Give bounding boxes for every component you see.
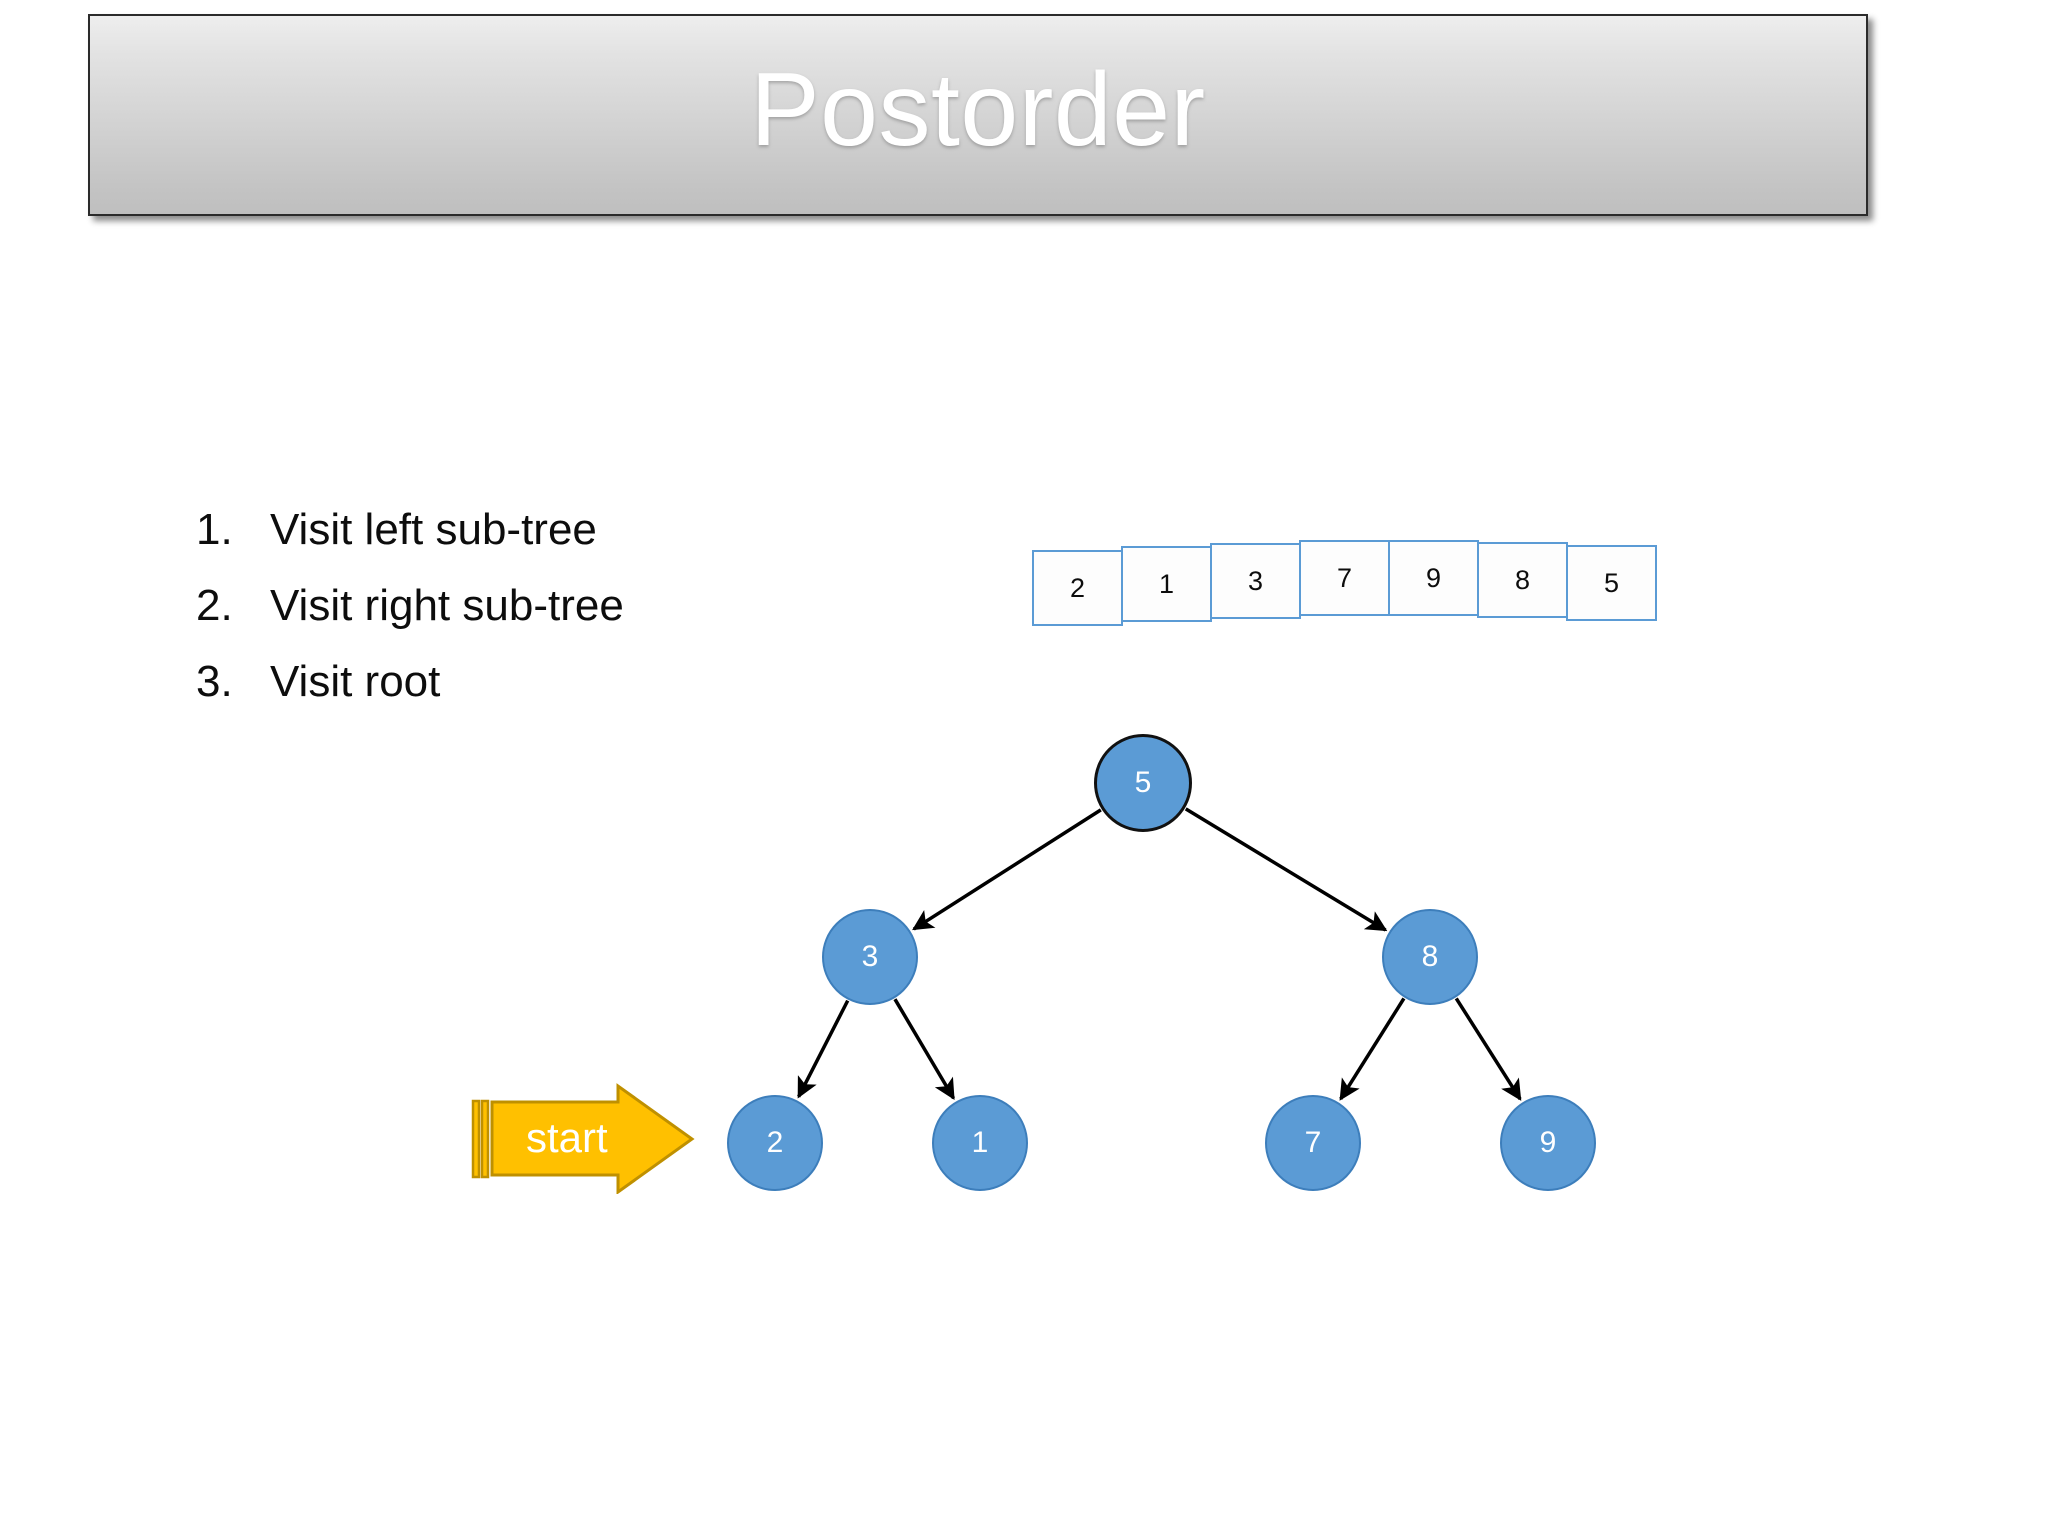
- array-cell: 1: [1121, 546, 1212, 622]
- list-item: 1. Visit left sub-tree: [196, 504, 896, 556]
- list-item-label: Visit right sub-tree: [270, 580, 624, 630]
- start-arrow-label: start: [526, 1114, 608, 1161]
- list-item-label: Visit left sub-tree: [270, 505, 597, 554]
- array-cell: 2: [1032, 550, 1123, 626]
- tree-edge: [1184, 807, 1388, 932]
- tree-node-label: 5: [1134, 766, 1152, 799]
- output-array: 2 1 3 7 9 8 5: [1032, 540, 1657, 626]
- list-item-number: 2.: [196, 580, 233, 630]
- list-item-number: 3.: [196, 656, 233, 706]
- tree-node-3: 3: [822, 909, 918, 1005]
- tree-edge: [1454, 997, 1522, 1101]
- tree-node-7: 7: [1265, 1095, 1361, 1191]
- tree-node-2: 2: [727, 1095, 823, 1191]
- page-title: Postorder: [750, 52, 1206, 168]
- tree-node-1: 1: [932, 1095, 1028, 1191]
- tree-node-label: 3: [861, 940, 879, 973]
- start-arrow-tail-stripe: [471, 1099, 481, 1179]
- tree-edge-group: [797, 807, 1522, 1101]
- array-cell: 5: [1566, 545, 1657, 621]
- array-cell: 7: [1299, 540, 1390, 616]
- list-item: 3. Visit root: [196, 656, 896, 708]
- list-item-label: Visit root: [270, 656, 441, 706]
- array-cell: 9: [1388, 540, 1479, 616]
- tree-edge: [1339, 997, 1406, 1101]
- tree-node-label: 1: [971, 1126, 989, 1159]
- tree-node-label: 8: [1421, 940, 1439, 973]
- tree-node-label: 7: [1304, 1126, 1322, 1159]
- array-cell: 8: [1477, 542, 1568, 618]
- start-arrow-body: [490, 1083, 695, 1194]
- slide-title-banner: Postorder: [88, 14, 1868, 216]
- tree-edge: [912, 808, 1102, 931]
- tree-edge: [797, 999, 850, 1099]
- tree-node-label: 2: [766, 1126, 784, 1159]
- start-arrow-shape: [471, 1083, 695, 1194]
- start-arrow-tail-stripe: [480, 1099, 490, 1179]
- steps-list: 1. Visit left sub-tree 2. Visit right su…: [196, 504, 896, 732]
- tree-node-9: 9: [1500, 1095, 1596, 1191]
- tree-node-8: 8: [1382, 909, 1478, 1005]
- start-arrow-label-wrap: start: [468, 1082, 698, 1194]
- tree-node-label: 9: [1539, 1126, 1557, 1159]
- tree-edge: [893, 998, 956, 1101]
- tree-node-5: 5: [1094, 734, 1192, 832]
- list-item-number: 1.: [196, 505, 233, 554]
- list-item: 2. Visit right sub-tree: [196, 580, 896, 632]
- array-cell: 3: [1210, 543, 1301, 619]
